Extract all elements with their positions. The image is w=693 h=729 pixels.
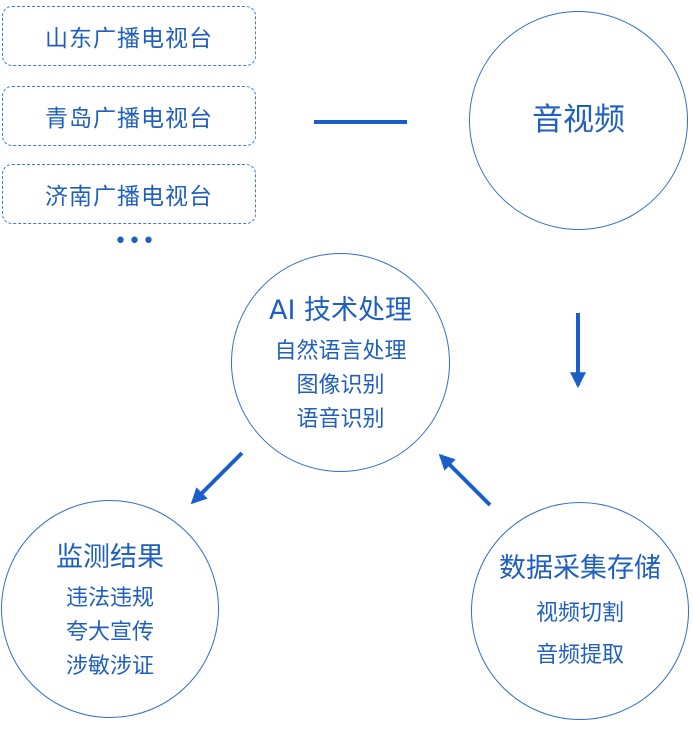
data-storage-circle: 数据采集存储 视频切割 音频提取 <box>471 502 689 720</box>
monitoring-result-title: 监测结果 <box>56 541 164 573</box>
ai-processing-circle: AI 技术处理 自然语言处理 图像识别 语音识别 <box>231 253 450 472</box>
arrow-ai-to-result <box>190 451 244 505</box>
storage-item-audio-extraction: 音频提取 <box>535 642 624 668</box>
result-item-sensitive: 涉敏涉证 <box>65 653 154 679</box>
data-storage-title: 数据采集存储 <box>499 552 661 584</box>
monitoring-result-circle: 监测结果 违法违规 夸大宣传 涉敏涉证 <box>1 500 219 718</box>
result-item-exaggeration: 夸大宣传 <box>65 619 154 645</box>
ai-item-speech-recognition: 语音识别 <box>296 407 385 432</box>
station-box-qingdao: 青岛广播电视台 <box>2 86 256 146</box>
station-box-shandong: 山东广播电视台 <box>2 6 256 66</box>
storage-item-video-cutting: 视频切割 <box>535 600 624 626</box>
ai-processing-title: AI 技术处理 <box>268 295 412 326</box>
ai-item-nlp: 自然语言处理 <box>274 339 407 364</box>
station-box-jinan: 济南广播电视台 <box>2 164 256 224</box>
result-item-violation: 违法违规 <box>65 585 154 611</box>
ai-item-image-recognition: 图像识别 <box>296 373 385 398</box>
arrow-storage-to-ai <box>438 453 492 507</box>
audio-video-title: 音视频 <box>532 102 625 138</box>
more-stations-ellipsis: ••• <box>114 229 156 254</box>
audio-video-circle: 音视频 <box>469 11 688 230</box>
